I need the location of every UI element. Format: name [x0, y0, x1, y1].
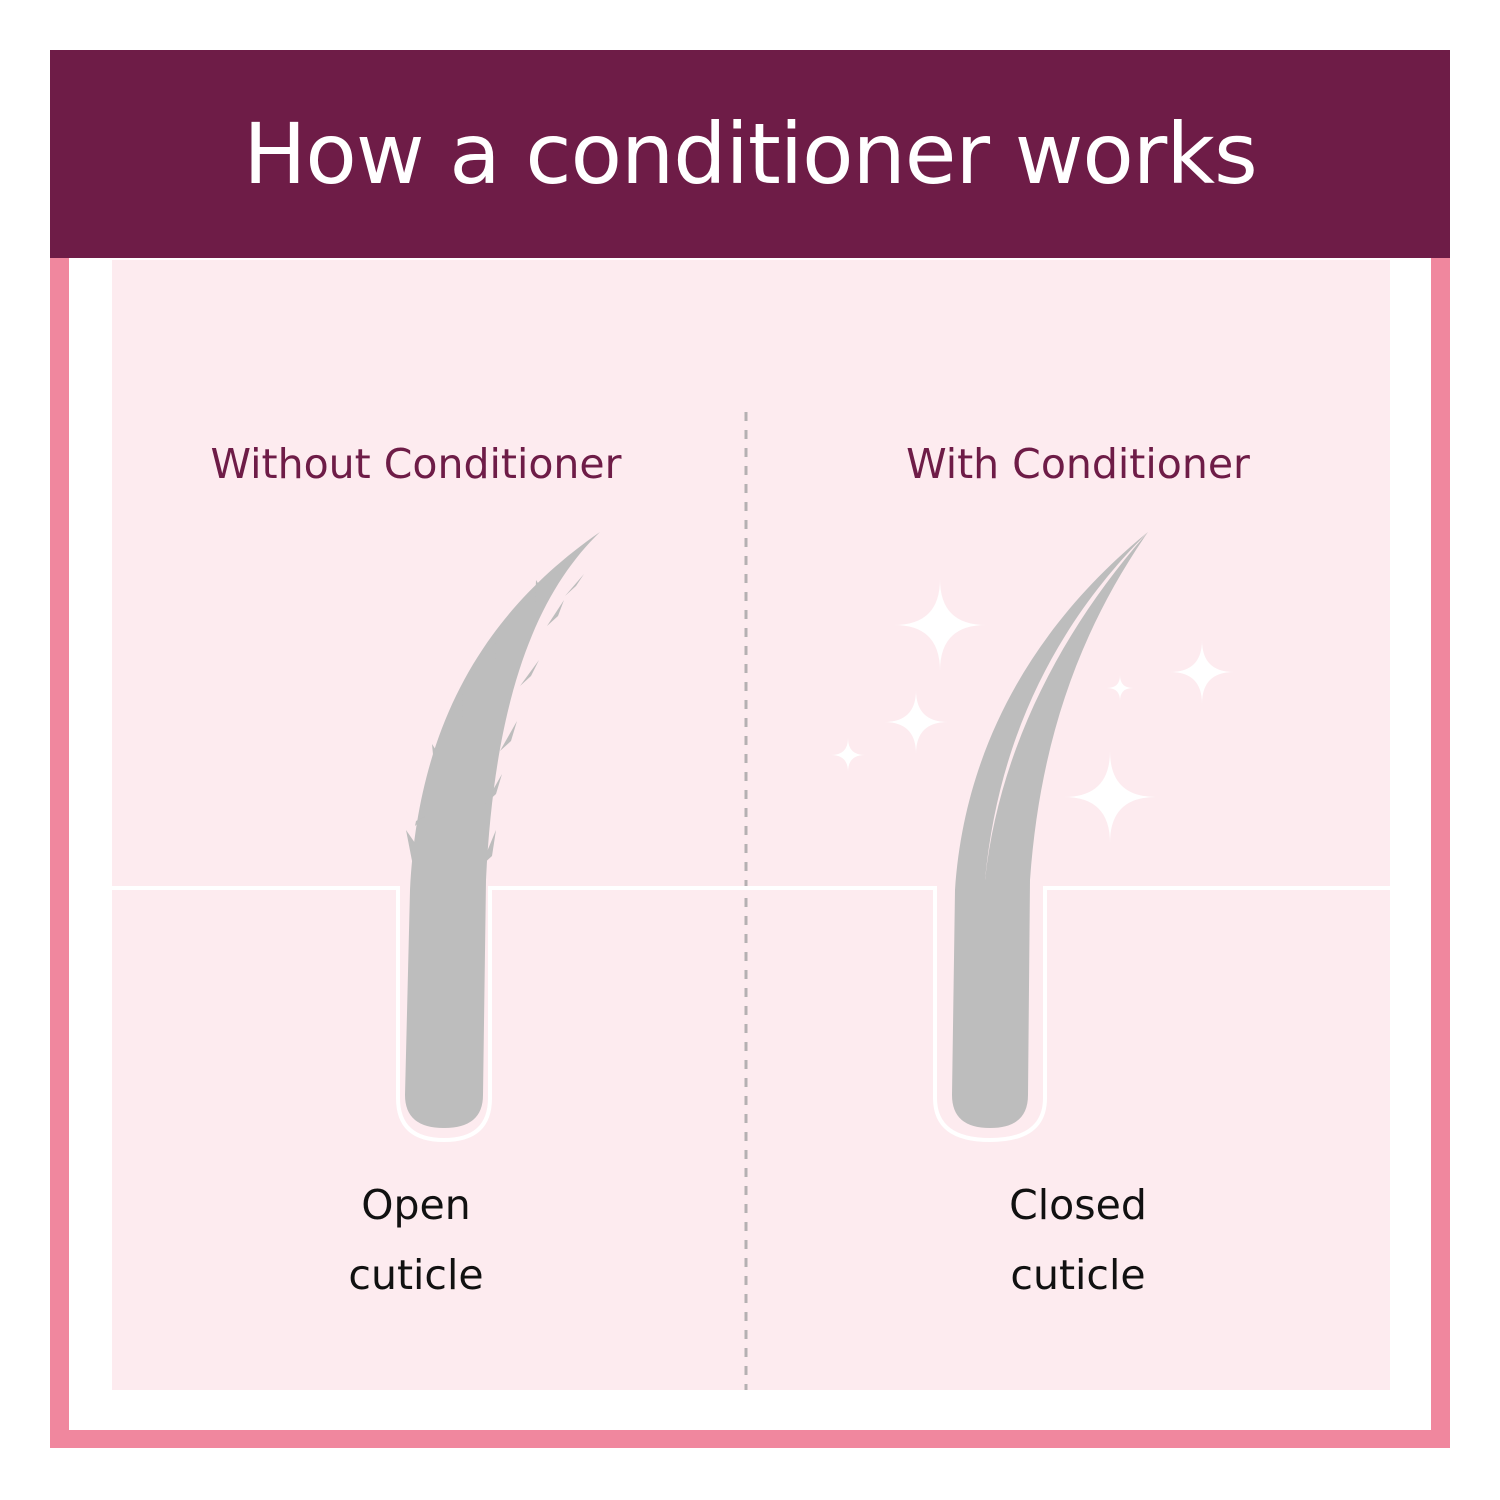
smooth-hair-strand	[952, 532, 1148, 1128]
page-title: How a conditioner works	[243, 105, 1257, 203]
cuticle-scale	[520, 660, 539, 686]
left-caption-line1: Open	[361, 1181, 471, 1229]
cuticle-scale	[547, 600, 564, 626]
cuticle-scale	[462, 689, 474, 721]
sparkle-icon	[1064, 751, 1156, 843]
sparkle-icon	[884, 690, 948, 754]
sparkle-icon	[831, 738, 865, 772]
smooth-hair-strand-fill	[985, 532, 1148, 1095]
cuticle-scale	[485, 774, 502, 804]
open-cuticle-scales	[406, 574, 584, 866]
cuticle-scale	[481, 830, 496, 866]
right-caption-line1: Closed	[1009, 1181, 1147, 1229]
skin-surface-line	[112, 886, 1390, 1143]
cuticle-scale	[500, 721, 517, 751]
title-banner: How a conditioner works	[50, 50, 1450, 258]
sparkle-icon	[1170, 640, 1234, 704]
shine-sparkles	[831, 579, 1234, 843]
cuticle-scale	[432, 744, 446, 776]
right-heading: With Conditioner	[906, 440, 1250, 488]
cuticle-scale	[565, 574, 584, 596]
cuticle-scale	[495, 634, 506, 664]
diagram-panel	[112, 260, 1390, 1390]
right-caption: Closed cuticle	[778, 1170, 1378, 1310]
cuticle-scale	[415, 816, 426, 826]
left-caption-line2: cuticle	[348, 1251, 484, 1299]
damaged-hair-strand	[405, 532, 600, 1128]
left-caption: Open cuticle	[116, 1170, 716, 1310]
left-heading: Without Conditioner	[210, 440, 622, 488]
sparkle-icon	[894, 579, 986, 671]
right-caption-line2: cuticle	[1010, 1251, 1146, 1299]
cuticle-scale	[406, 830, 424, 866]
cuticle-scale	[535, 580, 546, 606]
sparkle-icon	[1107, 675, 1133, 701]
